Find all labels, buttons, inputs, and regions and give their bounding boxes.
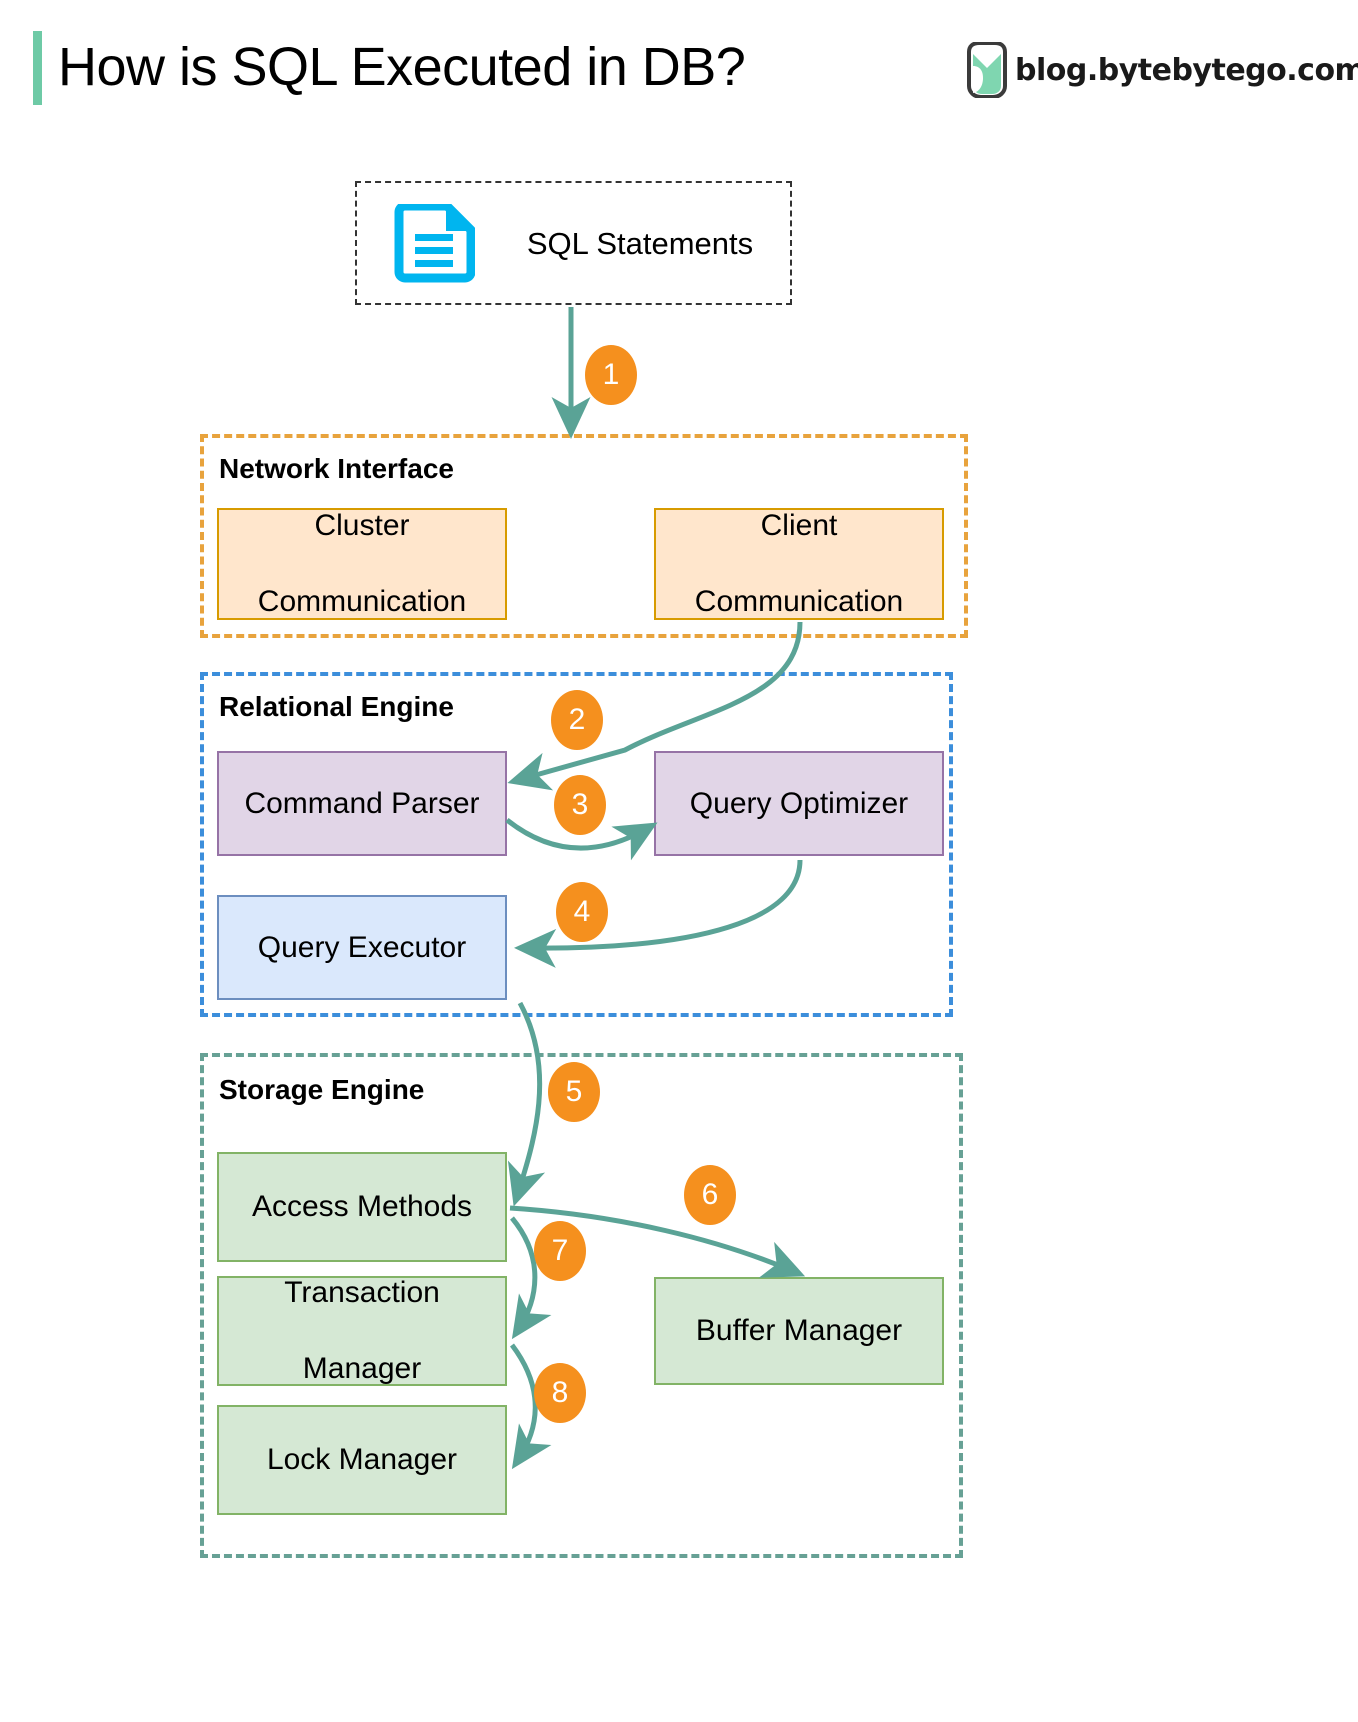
transaction-manager-line1: Transaction <box>284 1276 440 1309</box>
title-accent-bar <box>33 31 42 105</box>
node-label-lock-manager: Lock Manager <box>266 1443 458 1476</box>
document-icon <box>394 204 475 283</box>
group-storage-engine <box>200 1053 963 1558</box>
page-header: How is SQL Executed in DB? blog.bytebyte… <box>0 0 1358 130</box>
brand-watermark: blog.bytebytego.com <box>965 40 1358 100</box>
step-badge-4: 4 <box>556 882 608 942</box>
node-lock-manager[interactable]: Lock Manager <box>217 1405 507 1515</box>
transaction-manager-line2: Manager <box>302 1352 422 1385</box>
step-badge-7: 7 <box>534 1221 586 1281</box>
node-label-access-methods: Access Methods <box>251 1190 473 1223</box>
step-badge-2: 2 <box>551 690 603 750</box>
node-label-query-optimizer: Query Optimizer <box>689 786 909 820</box>
step-badge-5: 5 <box>548 1062 600 1122</box>
group-title-network-interface: Network Interface <box>219 453 454 484</box>
bytebytego-logo-icon <box>967 42 1007 98</box>
brand-text: blog.bytebytego.com <box>1015 52 1358 88</box>
node-buffer-manager[interactable]: Buffer Manager <box>654 1277 944 1385</box>
sql-statements-container <box>355 181 792 305</box>
group-title-relational-engine: Relational Engine <box>219 691 454 722</box>
node-access-methods[interactable]: Access Methods <box>217 1152 507 1262</box>
group-title-storage-engine: Storage Engine <box>219 1074 425 1105</box>
client-communication-line1: Client <box>760 509 838 542</box>
cluster-communication-line1: Cluster <box>314 509 410 542</box>
step-badge-8: 8 <box>534 1363 586 1423</box>
sql-statements-label: SQL Statements <box>526 226 754 261</box>
node-query-optimizer[interactable]: Query Optimizer <box>654 751 944 856</box>
node-query-executor[interactable]: Query Executor <box>217 895 507 1000</box>
cluster-communication-line2: Communication <box>257 585 467 618</box>
node-command-parser[interactable]: Command Parser <box>217 751 507 856</box>
client-communication-line2: Communication <box>694 585 904 618</box>
node-label-buffer-manager: Buffer Manager <box>695 1314 903 1347</box>
node-label-command-parser: Command Parser <box>244 786 480 820</box>
step-badge-1: 1 <box>585 345 637 405</box>
page-title: How is SQL Executed in DB? <box>58 37 746 97</box>
step-badge-6: 6 <box>684 1165 736 1225</box>
node-label-query-executor: Query Executor <box>257 930 467 964</box>
step-badge-3: 3 <box>554 775 606 835</box>
